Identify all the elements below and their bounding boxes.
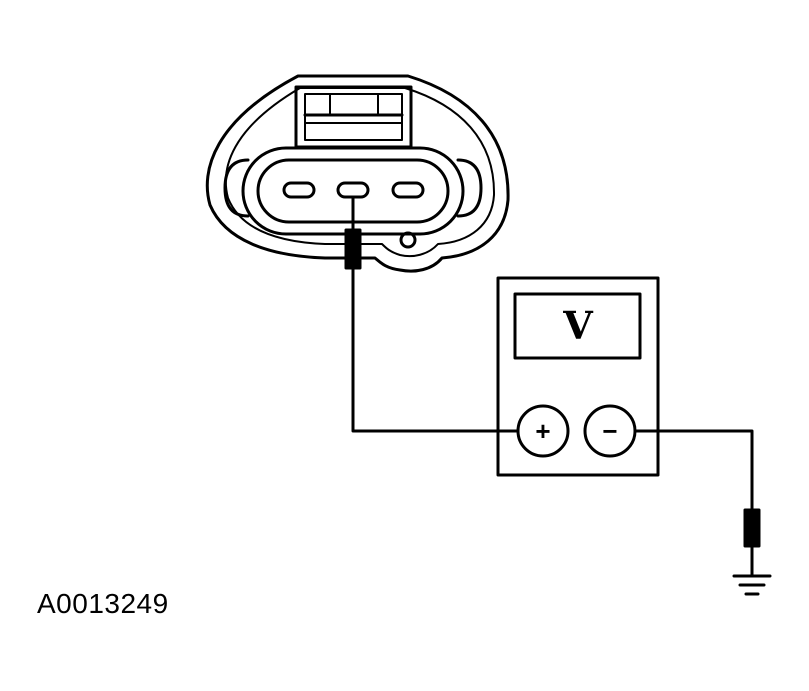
probe-tip <box>344 228 362 270</box>
negative-test-lead <box>633 429 754 512</box>
terminal-pin-1 <box>282 181 316 199</box>
locking-tab-outer <box>294 85 413 149</box>
key-notch <box>399 231 417 249</box>
terminal-pin-3 <box>391 181 425 199</box>
positive-terminal <box>516 404 570 458</box>
multimeter: V + − <box>496 276 660 477</box>
locking-tab-inner <box>304 93 403 141</box>
left-latch <box>223 158 250 218</box>
meter-display <box>513 292 642 360</box>
meter-unit-label: V <box>562 303 594 348</box>
positive-symbol: + <box>535 416 550 446</box>
terminal-pin-2 <box>336 181 370 199</box>
ground-symbol <box>732 574 772 596</box>
positive-test-lead <box>351 266 520 433</box>
figure-id-label: A0013249 <box>37 588 169 619</box>
meter-body <box>496 276 660 477</box>
sensor-connector <box>205 74 510 273</box>
negative-symbol: − <box>602 416 617 446</box>
connector-outer-shell <box>205 74 510 273</box>
backprobe-pin-2 <box>344 195 362 270</box>
right-latch <box>456 158 483 218</box>
ground-probe <box>743 508 761 548</box>
